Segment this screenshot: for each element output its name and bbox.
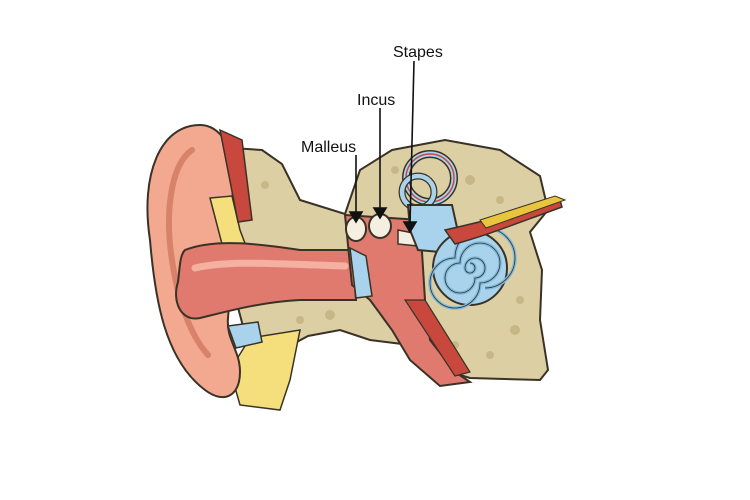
nerve-yellow (479, 195, 567, 229)
eardrum (349, 246, 373, 299)
malleus-label: Malleus (301, 139, 356, 156)
eustachian-tube (403, 299, 471, 377)
bone-texture (261, 166, 524, 359)
label-pointers (348, 60, 418, 234)
ear-canal-highlight (191, 259, 349, 272)
semicircular-canals (398, 150, 458, 212)
muscle-strip (218, 128, 253, 223)
stapes-label: Stapes (393, 44, 443, 61)
incus-label: Incus (357, 92, 395, 109)
pinna-inner (166, 147, 211, 358)
cartilage-lower (226, 321, 263, 349)
